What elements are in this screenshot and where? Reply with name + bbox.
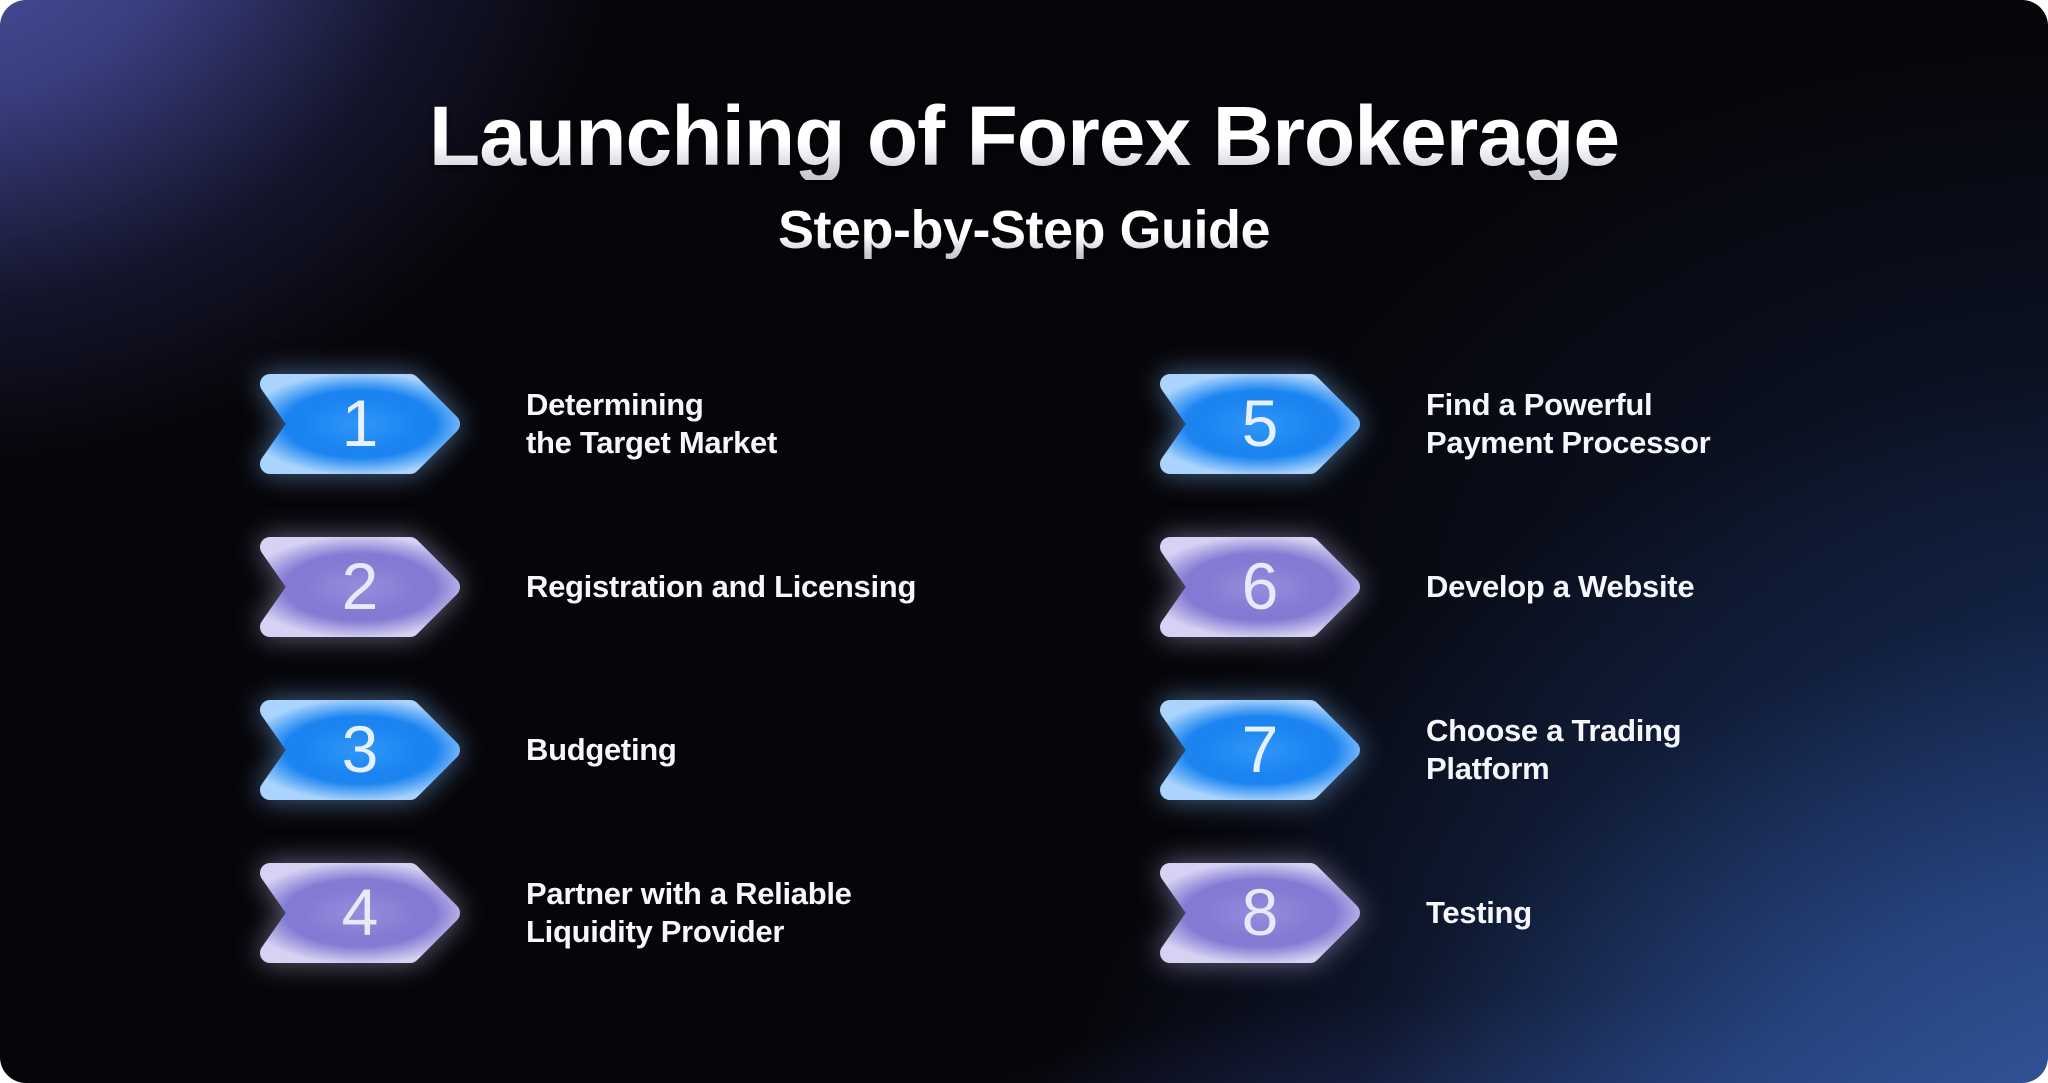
step-chevron-arrow-icon: 2	[260, 537, 460, 637]
step-row: 8 Testing	[1160, 863, 2048, 963]
step-chevron-arrow-icon: 4	[260, 863, 460, 963]
step-number: 3	[341, 712, 379, 786]
step-label: Develop a Website	[1426, 569, 1695, 605]
step-row: 4 Partner with a Reliable Liquidity Provi…	[260, 863, 1160, 963]
step-chevron-arrow-icon: 6	[1160, 537, 1360, 637]
step-chevron-arrow-icon: 8	[1160, 863, 1360, 963]
step-row: 1 Determining the Target Market	[260, 374, 1160, 474]
step-number: 2	[341, 549, 379, 623]
header: Launching of Forex Brokerage Step-by-Ste…	[0, 92, 2048, 259]
page-subtitle: Step-by-Step Guide	[0, 202, 2048, 259]
step-label: Choose a Trading Platform	[1426, 713, 1682, 786]
step-label: Find a Powerful Payment Processor	[1426, 387, 1711, 460]
step-row: 7 Choose a Trading Platform	[1160, 700, 2048, 800]
step-row: 5 Find a Powerful Payment Processor	[1160, 374, 2048, 474]
step-chevron-arrow-icon: 5	[1160, 374, 1360, 474]
step-number: 5	[1241, 386, 1279, 460]
step-number: 6	[1241, 549, 1279, 623]
step-label: Budgeting	[526, 732, 677, 768]
steps-grid: 1 Determining the Target Market 2 Registrat…	[260, 374, 2048, 963]
steps-column-left: 1 Determining the Target Market 2 Registrat…	[260, 374, 1160, 963]
step-number: 7	[1241, 712, 1279, 786]
step-label: Partner with a Reliable Liquidity Provid…	[526, 876, 852, 949]
step-number: 8	[1241, 875, 1279, 949]
step-chevron-arrow-icon: 1	[260, 374, 460, 474]
step-row: 6 Develop a Website	[1160, 537, 2048, 637]
step-number: 1	[341, 386, 379, 460]
page-title: Launching of Forex Brokerage	[0, 92, 2048, 180]
step-row: 2 Registration and Licensing	[260, 537, 1160, 637]
steps-column-right: 5 Find a Powerful Payment Processor 6 Devel…	[1160, 374, 2048, 963]
step-label: Determining the Target Market	[526, 387, 777, 460]
step-chevron-arrow-icon: 3	[260, 700, 460, 800]
step-label: Testing	[1426, 895, 1532, 931]
step-chevron-arrow-icon: 7	[1160, 700, 1360, 800]
step-number: 4	[341, 875, 379, 949]
step-label: Registration and Licensing	[526, 569, 917, 605]
step-row: 3 Budgeting	[260, 700, 1160, 800]
